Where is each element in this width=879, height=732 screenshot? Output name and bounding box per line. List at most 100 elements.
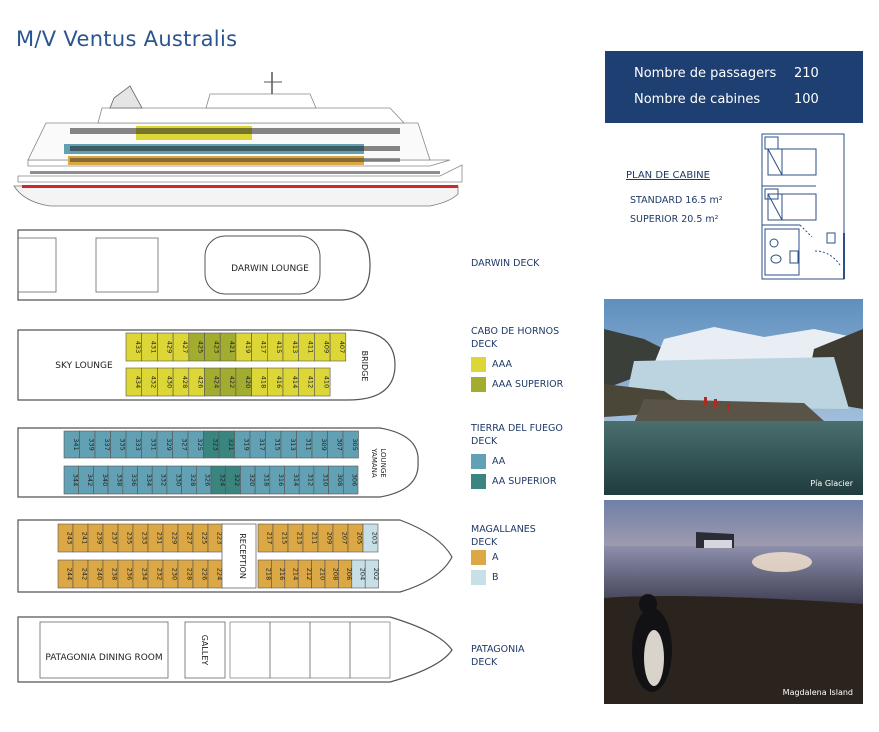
cabin-cell [240,465,256,495]
cabin-cell [329,332,347,362]
cabin-cell [188,367,205,397]
cabin-number: 334 [145,474,153,486]
penguin-photo: Magdalena Island [604,500,863,704]
cabin-cell [251,367,268,397]
cabin-cell [204,367,221,397]
cabin-cell [63,465,79,495]
cabin-cell [151,465,168,495]
cabin-number: 316 [277,474,285,486]
cabin-cell [141,367,158,397]
cabin-cell [72,559,89,589]
cabin-cell [265,430,282,459]
glacier-photo: Pía Glacier [604,299,863,495]
cabin-cell [287,523,304,553]
cabin-number: 325 [196,438,204,450]
cabin-cell [249,430,266,459]
cabin-cell [57,523,74,553]
cabin-cell [284,559,299,589]
cabin-number: 314 [292,474,300,486]
cabin-number: 225 [201,532,209,544]
bridge-label: BRIDGE [360,351,369,382]
cabin-cell [147,523,164,553]
cabin-cell [311,559,326,589]
cabin-cell [117,523,134,553]
cabin-number: 210 [318,568,326,580]
cabin-cell [72,523,89,553]
stat-value: 100 [794,92,819,107]
cabin-number: 336 [130,474,138,486]
cabin-number: 413 [291,341,299,353]
cabin-number: 335 [118,438,126,450]
cabin-cell [210,465,226,495]
cabin-cell [125,367,142,397]
cabin-number: 410 [322,376,330,388]
cabin-cell [172,430,189,459]
magallanes-deck-label: MAGALLANES DECK [471,523,536,549]
cabin-number: 202 [372,568,380,580]
legend-swatch [471,570,486,585]
ship-waterline [22,185,458,188]
legend-swatch [471,474,486,489]
cabin-number: 305 [351,438,359,450]
cabin-number: 426 [197,376,205,388]
cabin-cell [257,559,272,589]
cabin-number: 329 [165,438,173,450]
cabin-number: 411 [307,341,315,353]
legend-text: AAA SUPERIOR [492,379,564,390]
cabin-number: 433 [134,341,142,353]
cabin-number: 333 [134,438,142,450]
cabin-cell [203,430,220,459]
cabin-cell [342,430,359,459]
legend-text: AA SUPERIOR [492,476,557,487]
deck-label-line: DECK [471,657,498,668]
cabin-number: 243 [66,532,74,544]
cabin-number: 215 [281,532,289,544]
cabin-cell [257,523,274,553]
cabin-cell [162,559,179,589]
glacier-image [604,299,863,495]
lounge-label: LOUNGE [379,448,387,477]
ship-profile-drawing [13,72,463,207]
cabin-number: 212 [305,568,313,580]
cabin-cell [141,332,158,362]
cabin-superior-size: SUPERIOR 20.5 m² [630,214,719,225]
cabin-cell [117,559,134,589]
cabin-number: 416 [275,376,283,388]
cabin-number: 214 [292,568,300,580]
cabin-number: 240 [96,568,104,580]
cabin-cell [218,430,235,459]
cabin-number: 213 [296,532,304,544]
cabin-number: 340 [101,474,109,486]
cabin-number: 226 [201,568,209,580]
cabin-cell [284,465,300,495]
reception-label: RECEPTION [238,533,247,579]
cabin-number: 342 [86,474,94,486]
cabin-number: 423 [212,341,220,353]
cabin-number: 218 [265,568,273,580]
cabin-cell [172,367,190,397]
cabin-number: 306 [351,474,359,486]
cabin-number: 205 [356,532,364,544]
cabin-cell [147,559,164,589]
legend-swatch [471,550,486,565]
cabin-cell [132,559,149,589]
cabin-cell [125,332,142,362]
cabin-cell [272,523,289,553]
cabin-number: 223 [216,532,224,544]
dining-room-label: PATAGONIA DINING ROOM [45,653,162,663]
cabin-cell [162,523,179,553]
cabin-cell [192,559,209,589]
cabin-number: 429 [165,341,173,353]
legend-swatch [471,357,486,372]
deck-label-line: TIERRA DEL FUEGO [471,423,563,434]
cabin-number: 229 [171,532,179,544]
cabin-cell [313,465,329,495]
cabin-number: 310 [321,474,329,486]
cabin-cell [234,430,251,459]
cabin-number: 412 [307,376,315,388]
deck-label-line: PATAGONIA [471,644,525,655]
cabin-cell [327,430,344,459]
cabin-number: 417 [259,341,267,353]
cabin-cell [314,332,331,362]
